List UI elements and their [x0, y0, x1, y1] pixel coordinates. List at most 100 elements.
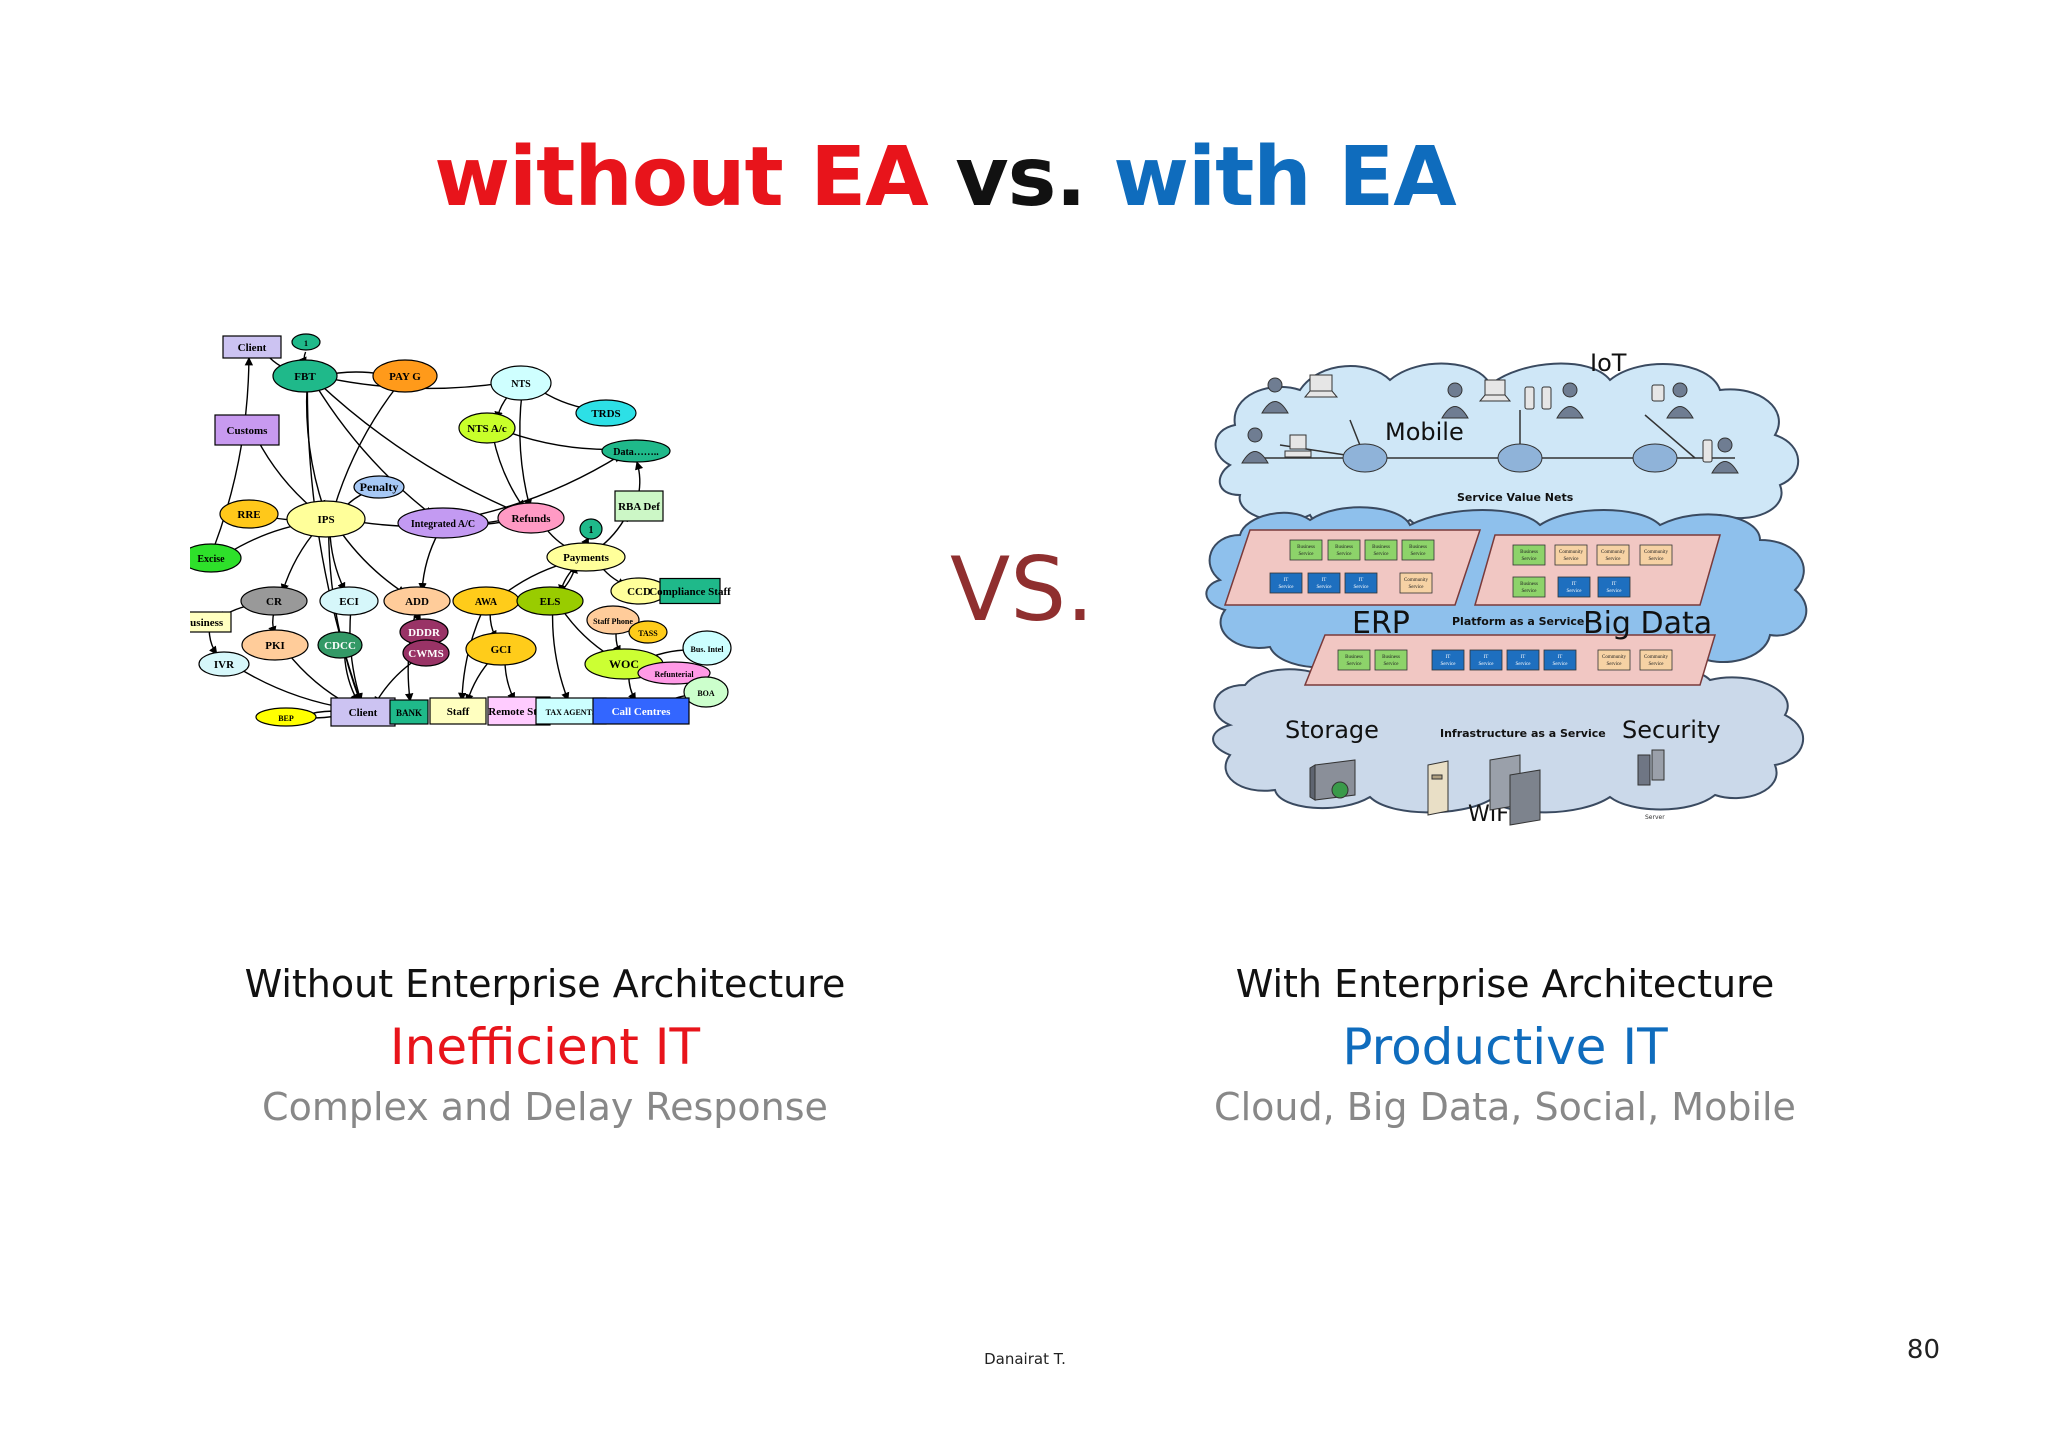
- big-data-label: Big Data: [1583, 606, 1712, 641]
- node-shape: [682, 630, 732, 666]
- service-box-label: Business: [1345, 655, 1363, 660]
- node-label: Refunds: [511, 513, 551, 525]
- service-box-label: Service: [1299, 552, 1315, 557]
- service-box: [1543, 649, 1577, 671]
- service-box-label: Service: [1553, 662, 1569, 667]
- node-label: TAX AGENTS: [546, 708, 597, 717]
- node-label: Data……..: [613, 447, 659, 458]
- node-label: Integrated A/C: [411, 519, 475, 530]
- node-label: DDDR: [408, 627, 441, 639]
- node-label: BOA: [697, 689, 715, 698]
- node-label: Excise: [197, 554, 225, 565]
- node-label: TASS: [638, 629, 658, 638]
- paas-label: Platform as a Service: [1452, 615, 1584, 628]
- right-caption-verdict: Productive IT: [1342, 1018, 1668, 1076]
- service-box: [1554, 544, 1588, 566]
- node-shape: [291, 333, 321, 351]
- service-box: [1597, 649, 1631, 671]
- node-shape: [458, 412, 516, 444]
- dependency-edge: [335, 525, 406, 595]
- dependency-edge: [418, 532, 440, 592]
- node-shape: [579, 518, 603, 540]
- dependency-edge: [519, 392, 532, 508]
- title-vs: vs.: [955, 130, 1086, 225]
- service-box: [1269, 572, 1303, 594]
- node-label: NTS: [511, 379, 531, 390]
- service-box-label: Community: [1404, 578, 1428, 583]
- node-shape: [683, 676, 729, 708]
- service-box-label: Service: [1384, 662, 1400, 667]
- service-box-label: IT: [1521, 655, 1526, 660]
- service-box: [1307, 572, 1341, 594]
- service-box-label: IT: [1612, 582, 1617, 587]
- service-box: [1596, 544, 1630, 566]
- node-label: Penalty: [360, 480, 399, 494]
- dependency-edge: [285, 650, 352, 706]
- node-label: AWA: [475, 597, 498, 608]
- node-shape: [286, 500, 366, 538]
- node-label: 1: [304, 339, 308, 348]
- node-label: PKI: [265, 640, 285, 652]
- left-caption-verdict: Inefficient IT: [389, 1018, 701, 1076]
- node-shape: [190, 611, 232, 633]
- security-label: Security: [1622, 716, 1721, 744]
- node-shape: [319, 586, 379, 616]
- node-label: TRDS: [591, 408, 620, 420]
- device-icons: [1284, 374, 1713, 463]
- node-label: FBT: [294, 371, 316, 383]
- service-box-label: Service: [1649, 557, 1665, 562]
- service-box: [1327, 539, 1361, 561]
- node-shape: [389, 699, 429, 725]
- node-shape: [659, 577, 721, 605]
- service-box-label: Service: [1606, 557, 1622, 562]
- service-box: [1512, 576, 1546, 598]
- node-label: ADD: [405, 596, 429, 608]
- node-label: ECI: [339, 596, 359, 608]
- erp-label: ERP: [1352, 606, 1410, 641]
- node-label: CDCC: [324, 640, 356, 652]
- dependency-edge: [208, 630, 218, 655]
- service-box-label: Community: [1644, 550, 1668, 555]
- dependency-edge: [551, 610, 570, 701]
- service-box-label: Business: [1382, 655, 1400, 660]
- node-shape: [317, 631, 363, 659]
- service-box-label: Service: [1649, 662, 1665, 667]
- service-box-label: Community: [1601, 550, 1625, 555]
- node-shape: [586, 605, 640, 635]
- service-box-label: Community: [1559, 550, 1583, 555]
- service-box-label: IT: [1284, 578, 1289, 583]
- service-box: [1364, 539, 1398, 561]
- service-box: [1289, 539, 1323, 561]
- node-shape: [614, 490, 664, 522]
- service-box: [1512, 544, 1546, 566]
- service-box-label: Service: [1317, 585, 1333, 590]
- service-box: [1399, 572, 1433, 594]
- node-shape: [601, 439, 671, 463]
- node-label: Refunterial: [654, 670, 694, 679]
- node-shape: [592, 697, 690, 725]
- service-box-label: Business: [1520, 550, 1538, 555]
- service-box-label: IT: [1359, 578, 1364, 583]
- node-shape: [330, 697, 396, 727]
- node-shape: [575, 399, 637, 427]
- cloud-architecture-diagram: IoT Mobile Service Value Nets BusinessSe…: [1205, 349, 1808, 827]
- service-box-label: IT: [1446, 655, 1451, 660]
- title-with-ea: with EA: [1113, 130, 1456, 225]
- service-box: [1506, 649, 1540, 671]
- service-box: [1401, 539, 1435, 561]
- service-box: [1431, 649, 1465, 671]
- service-box-label: Community: [1644, 655, 1668, 660]
- service-box-label: Service: [1374, 552, 1390, 557]
- service-box-label: Service: [1522, 557, 1538, 562]
- infrastructure-icons: [1309, 749, 1665, 826]
- left-caption-detail: Complex and Delay Response: [262, 1085, 828, 1129]
- slide-title: without EA vs. with EA: [0, 128, 1890, 228]
- mobile-label: Mobile: [1385, 418, 1464, 446]
- node-label: BEP: [278, 714, 294, 723]
- node-shape: [241, 629, 309, 661]
- right-caption-heading: With Enterprise Architecture: [1235, 962, 1775, 1006]
- vs-label: VS.: [950, 538, 1095, 641]
- service-box-label: Business: [1297, 545, 1315, 550]
- node-label: RRE: [237, 509, 260, 521]
